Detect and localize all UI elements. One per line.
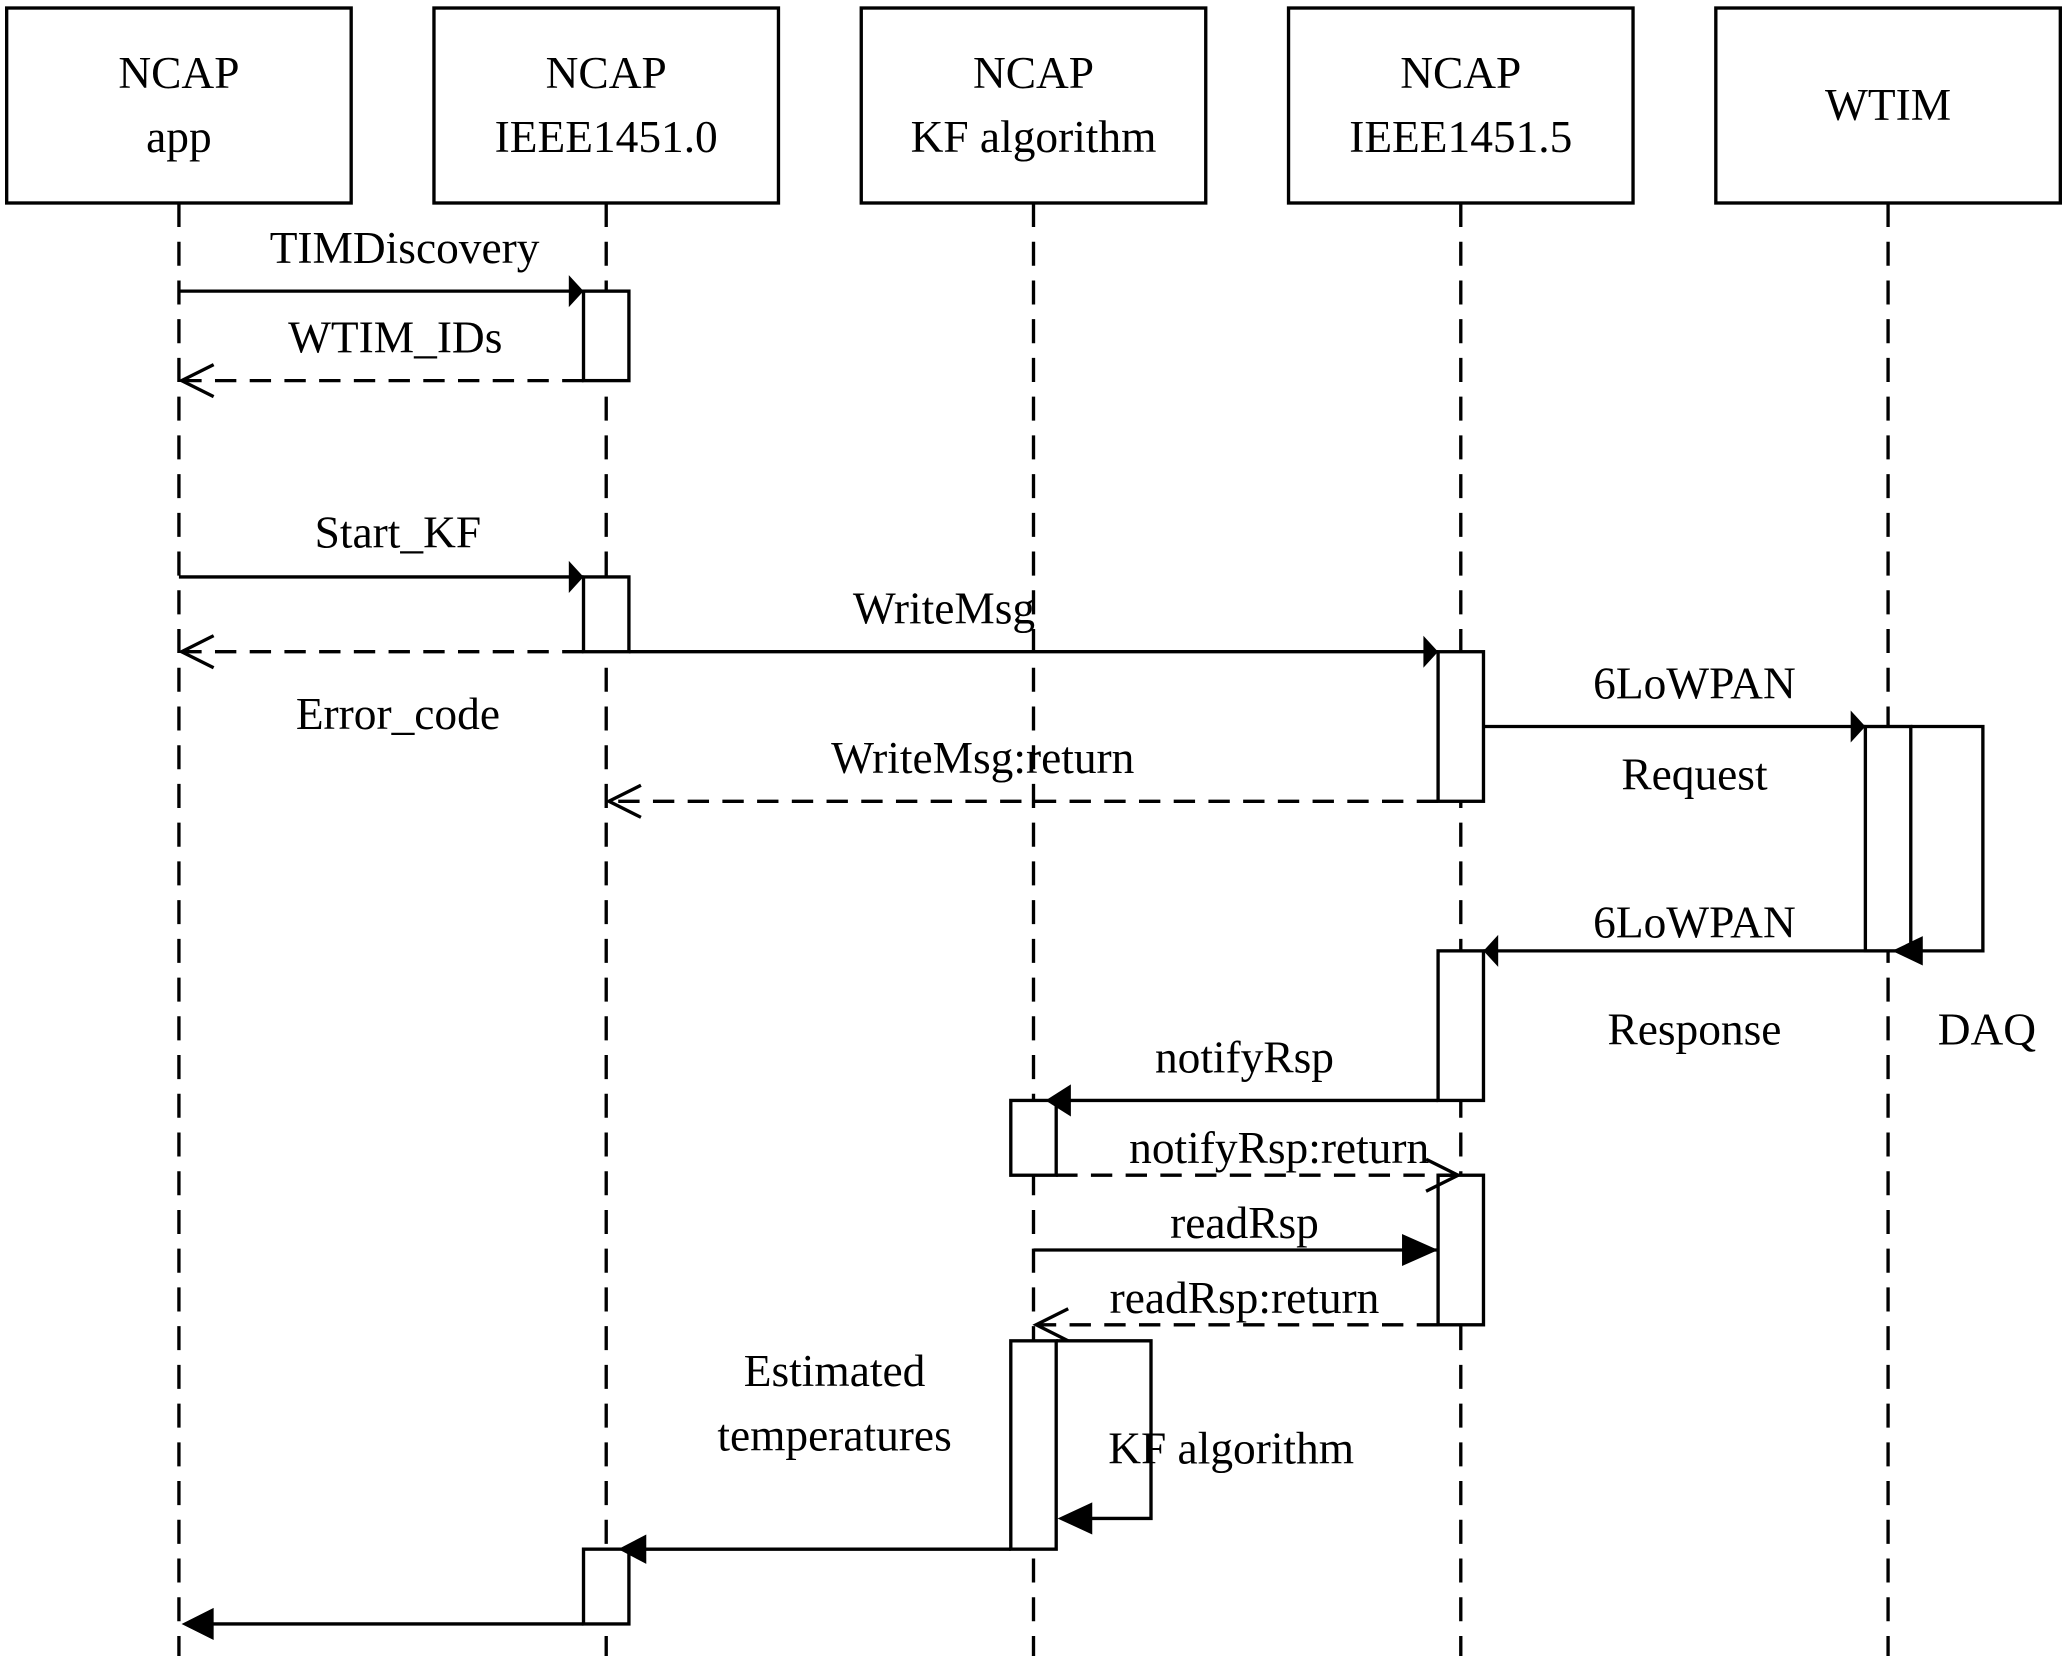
arrowhead-icon (1423, 635, 1439, 668)
arrowhead-icon (1402, 1233, 1439, 1267)
message-label: DAQ (1938, 1004, 2036, 1054)
message-label: 6LoWPAN (1593, 658, 1796, 708)
message-label: Start_KF (315, 508, 481, 558)
arrowhead-icon (1045, 1084, 1071, 1117)
open-arrowhead-icon (177, 363, 215, 399)
message-6lowpan-request: 6LoWPAN Request (1483, 658, 1866, 799)
participant-wtim: WTIM (1714, 6, 2062, 205)
participant-kf: NCAP KF algorithm (859, 6, 1208, 205)
message-6lowpan-response: 6LoWPAN Response (1483, 898, 1866, 1054)
message-estimated-temperatures: Estimated temperatures (618, 1346, 1011, 1564)
message-daq-self: DAQ (1892, 724, 2036, 1054)
activation-ieee5-1 (1436, 650, 1486, 803)
participant-kf-line2: KF algorithm (911, 112, 1157, 162)
arrowhead-icon (568, 560, 584, 593)
message-readrsp-return: readRsp:return (1032, 1273, 1439, 1343)
arrowhead-icon (1057, 1502, 1093, 1535)
message-label: WriteMsg (853, 584, 1035, 634)
participant-ieee0-line2: IEEE1451.0 (495, 112, 718, 162)
open-arrowhead-icon (1425, 1157, 1462, 1193)
message-label: WriteMsg:return (831, 733, 1134, 783)
open-arrowhead-icon (1032, 1307, 1069, 1343)
message-kf-algorithm-self: KF algorithm (1056, 1339, 1354, 1535)
participant-wtim-line1: WTIM (1825, 80, 1951, 130)
message-error-code: Error_code (177, 634, 584, 739)
participant-ieee0-line1: NCAP (546, 48, 667, 98)
message-notifyrsp: notifyRsp (1045, 1032, 1439, 1117)
message-label: WTIM_IDs (288, 313, 502, 363)
participant-app: NCAP app (5, 6, 353, 205)
message-sublabel: Response (1607, 1004, 1781, 1054)
message-label: notifyRsp (1155, 1032, 1334, 1082)
message-writemsg-return: WriteMsg:return (605, 733, 1439, 819)
message-readrsp: readRsp (1033, 1198, 1439, 1267)
participant-ieee5-line2: IEEE1451.5 (1349, 112, 1572, 162)
message-label: TIMDiscovery (270, 223, 540, 273)
participant-ieee5-line1: NCAP (1400, 48, 1521, 98)
arrowhead-icon (181, 1607, 214, 1640)
activation-ieee0-1 (581, 289, 631, 383)
arrowhead-icon (1892, 936, 1923, 966)
open-arrowhead-icon (605, 783, 642, 819)
message-sublabel: Request (1621, 749, 1768, 799)
message-label: readRsp:return (1110, 1273, 1380, 1323)
message-writemsg: WriteMsg (628, 584, 1439, 668)
activation-wtim-1 (1863, 724, 1913, 953)
message-label: Estimated (744, 1346, 926, 1396)
activation-ieee0-3 (581, 1547, 631, 1626)
message-sublabel: temperatures (717, 1410, 951, 1460)
message-label: KF algorithm (1108, 1424, 1354, 1474)
participant-ieee0: NCAP IEEE1451.0 (432, 6, 781, 205)
message-timdiscovery: TIMDiscovery (178, 223, 584, 308)
arrowhead-icon (618, 1534, 647, 1564)
participant-ieee5: NCAP IEEE1451.5 (1286, 6, 1635, 205)
arrowhead-icon (1850, 710, 1866, 743)
message-label: notifyRsp:return (1129, 1123, 1429, 1173)
open-arrowhead-icon (177, 634, 215, 670)
arrowhead-icon (568, 275, 584, 308)
message-result-to-app (181, 1607, 584, 1640)
message-label: readRsp (1170, 1198, 1319, 1248)
activation-kf-2 (1009, 1339, 1058, 1551)
message-label: Error_code (296, 689, 500, 739)
activation-kf-1 (1009, 1098, 1058, 1177)
participant-app-line1: NCAP (118, 48, 239, 98)
arrowhead-icon (1483, 934, 1499, 967)
message-wtim-ids: WTIM_IDs (177, 313, 584, 399)
message-label: 6LoWPAN (1593, 898, 1796, 948)
activation-ieee0-2 (581, 575, 631, 654)
message-notifyrsp-return: notifyRsp:return (1056, 1123, 1462, 1193)
participant-kf-line1: NCAP (973, 48, 1094, 98)
message-start-kf: Start_KF (178, 508, 584, 593)
activation-ieee5-3 (1436, 1173, 1486, 1327)
participant-app-line2: app (146, 112, 212, 162)
activation-ieee5-2 (1436, 949, 1486, 1103)
